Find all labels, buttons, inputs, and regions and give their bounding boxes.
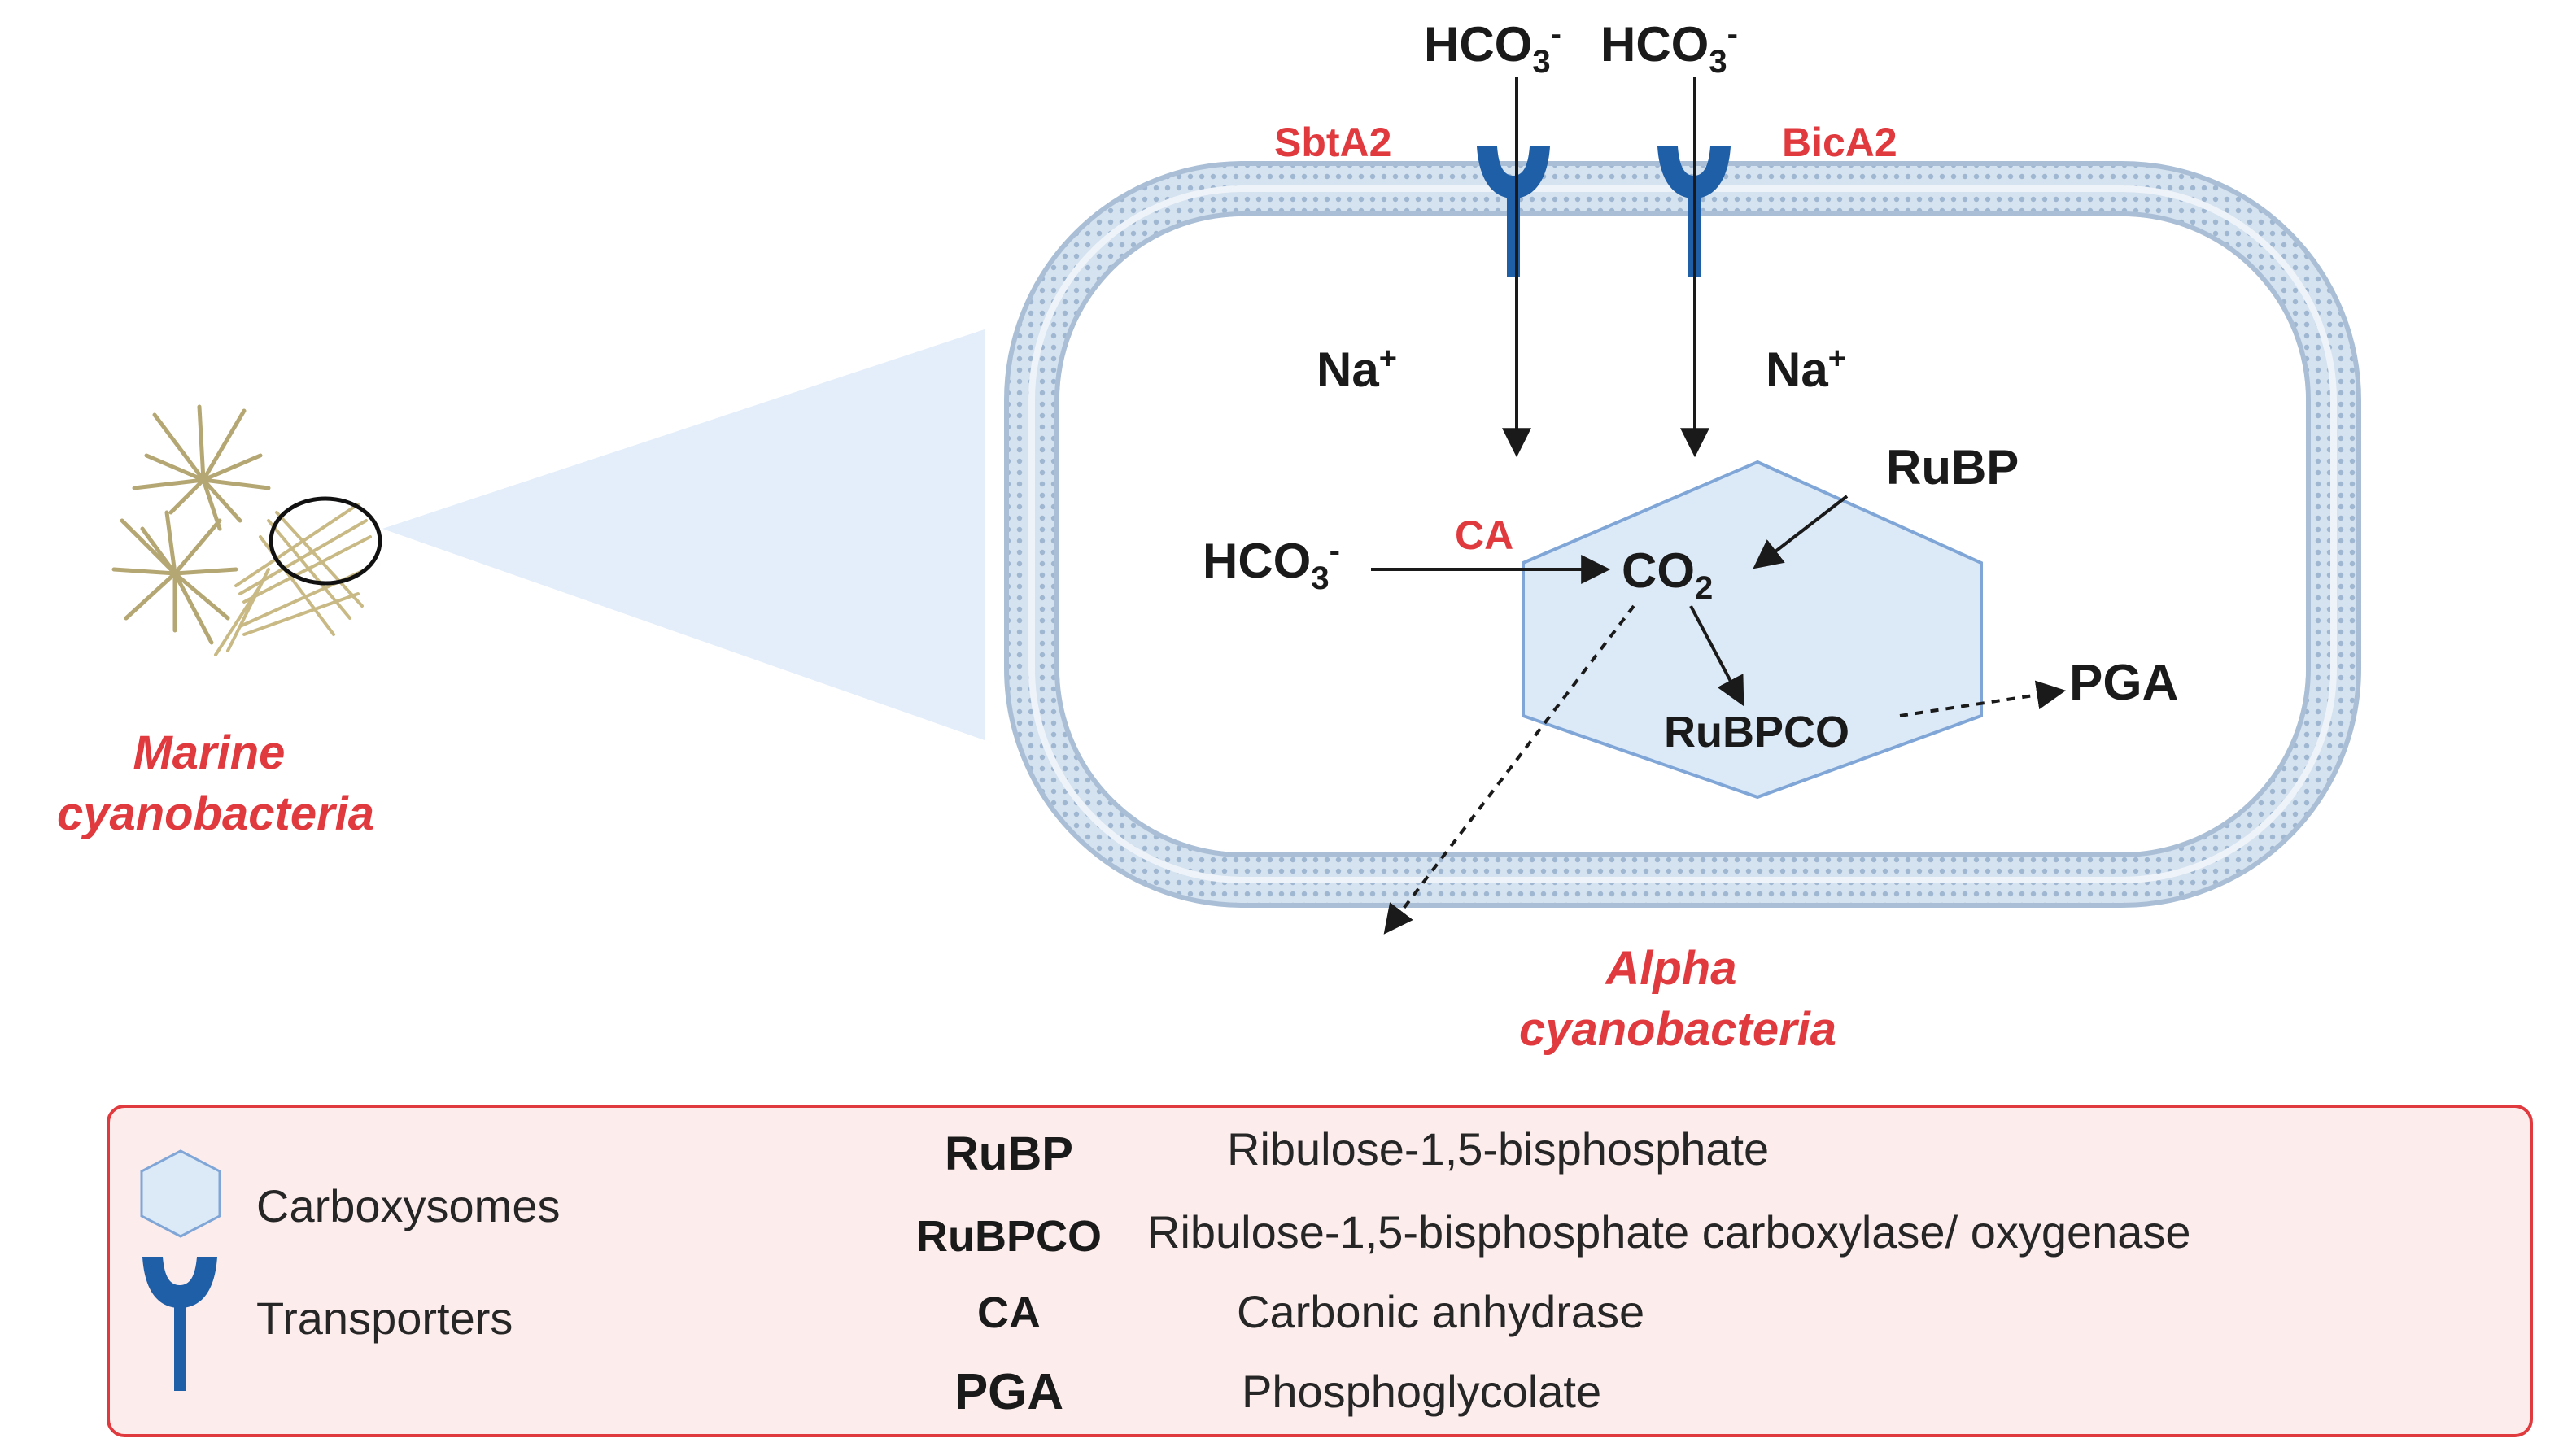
zoom-cone xyxy=(382,329,985,740)
label-hco3-top-right: HCO3- xyxy=(1600,16,1738,80)
label-hco3-top-left: HCO3- xyxy=(1424,16,1561,80)
legend: Carboxysomes Transporters RuBP Ribulose-… xyxy=(107,1105,2533,1437)
arrows xyxy=(1371,77,2067,935)
legend-def-pga: Phosphoglycolate xyxy=(1242,1366,1601,1417)
arrow-rubp-to-co2 xyxy=(1753,495,1849,569)
label-rubpco: RuBPCO xyxy=(1664,708,1849,756)
label-alpha-cyanobacteria: Alpha cyanobacteria xyxy=(1519,942,1836,1056)
legend-box xyxy=(107,1105,2533,1437)
label-na-left: Na+ xyxy=(1316,342,1397,397)
arrow-co2-leak xyxy=(1383,604,1635,935)
legend-transporter-icon xyxy=(142,1257,217,1391)
label-pga: PGA xyxy=(2069,655,2178,711)
legend-def-rubp: Ribulose-1,5-bisphosphate xyxy=(1227,1123,1769,1175)
label-ca: CA xyxy=(1455,512,1513,558)
marine-cyanobacteria-illustration xyxy=(111,404,382,656)
label-marine-cyanobacteria: Marine cyanobacteria xyxy=(57,726,374,840)
arrow-rubpco-to-pga xyxy=(1899,680,2067,717)
legend-abbr-ca: CA xyxy=(977,1288,1041,1337)
legend-carboxysomes-label: Carboxysomes xyxy=(256,1180,560,1231)
legend-abbr-rubpco: RuBPCO xyxy=(916,1212,1102,1261)
label-bica2: BicA2 xyxy=(1782,120,1897,165)
label-na-right: Na+ xyxy=(1766,342,1846,397)
arrow-co2-to-rubpco xyxy=(1689,605,1744,707)
legend-def-rubpco: Ribulose-1,5-bisphosphate carboxylase/ o… xyxy=(1147,1206,2191,1258)
legend-abbr-pga: PGA xyxy=(954,1364,1063,1420)
label-co2: CO2 xyxy=(1622,543,1713,606)
carboxysome-hexagon xyxy=(1522,460,1983,800)
legend-abbr-rubp: RuBP xyxy=(945,1127,1073,1180)
legend-transporters-label: Transporters xyxy=(256,1293,513,1344)
legend-carboxysome-icon xyxy=(140,1149,221,1238)
label-hco3-inner: HCO3- xyxy=(1203,533,1340,596)
legend-def-ca: Carbonic anhydrase xyxy=(1237,1286,1644,1337)
label-sbta2: SbtA2 xyxy=(1274,120,1391,165)
label-rubp: RuBP xyxy=(1886,440,2019,495)
zoom-circle xyxy=(269,496,382,586)
